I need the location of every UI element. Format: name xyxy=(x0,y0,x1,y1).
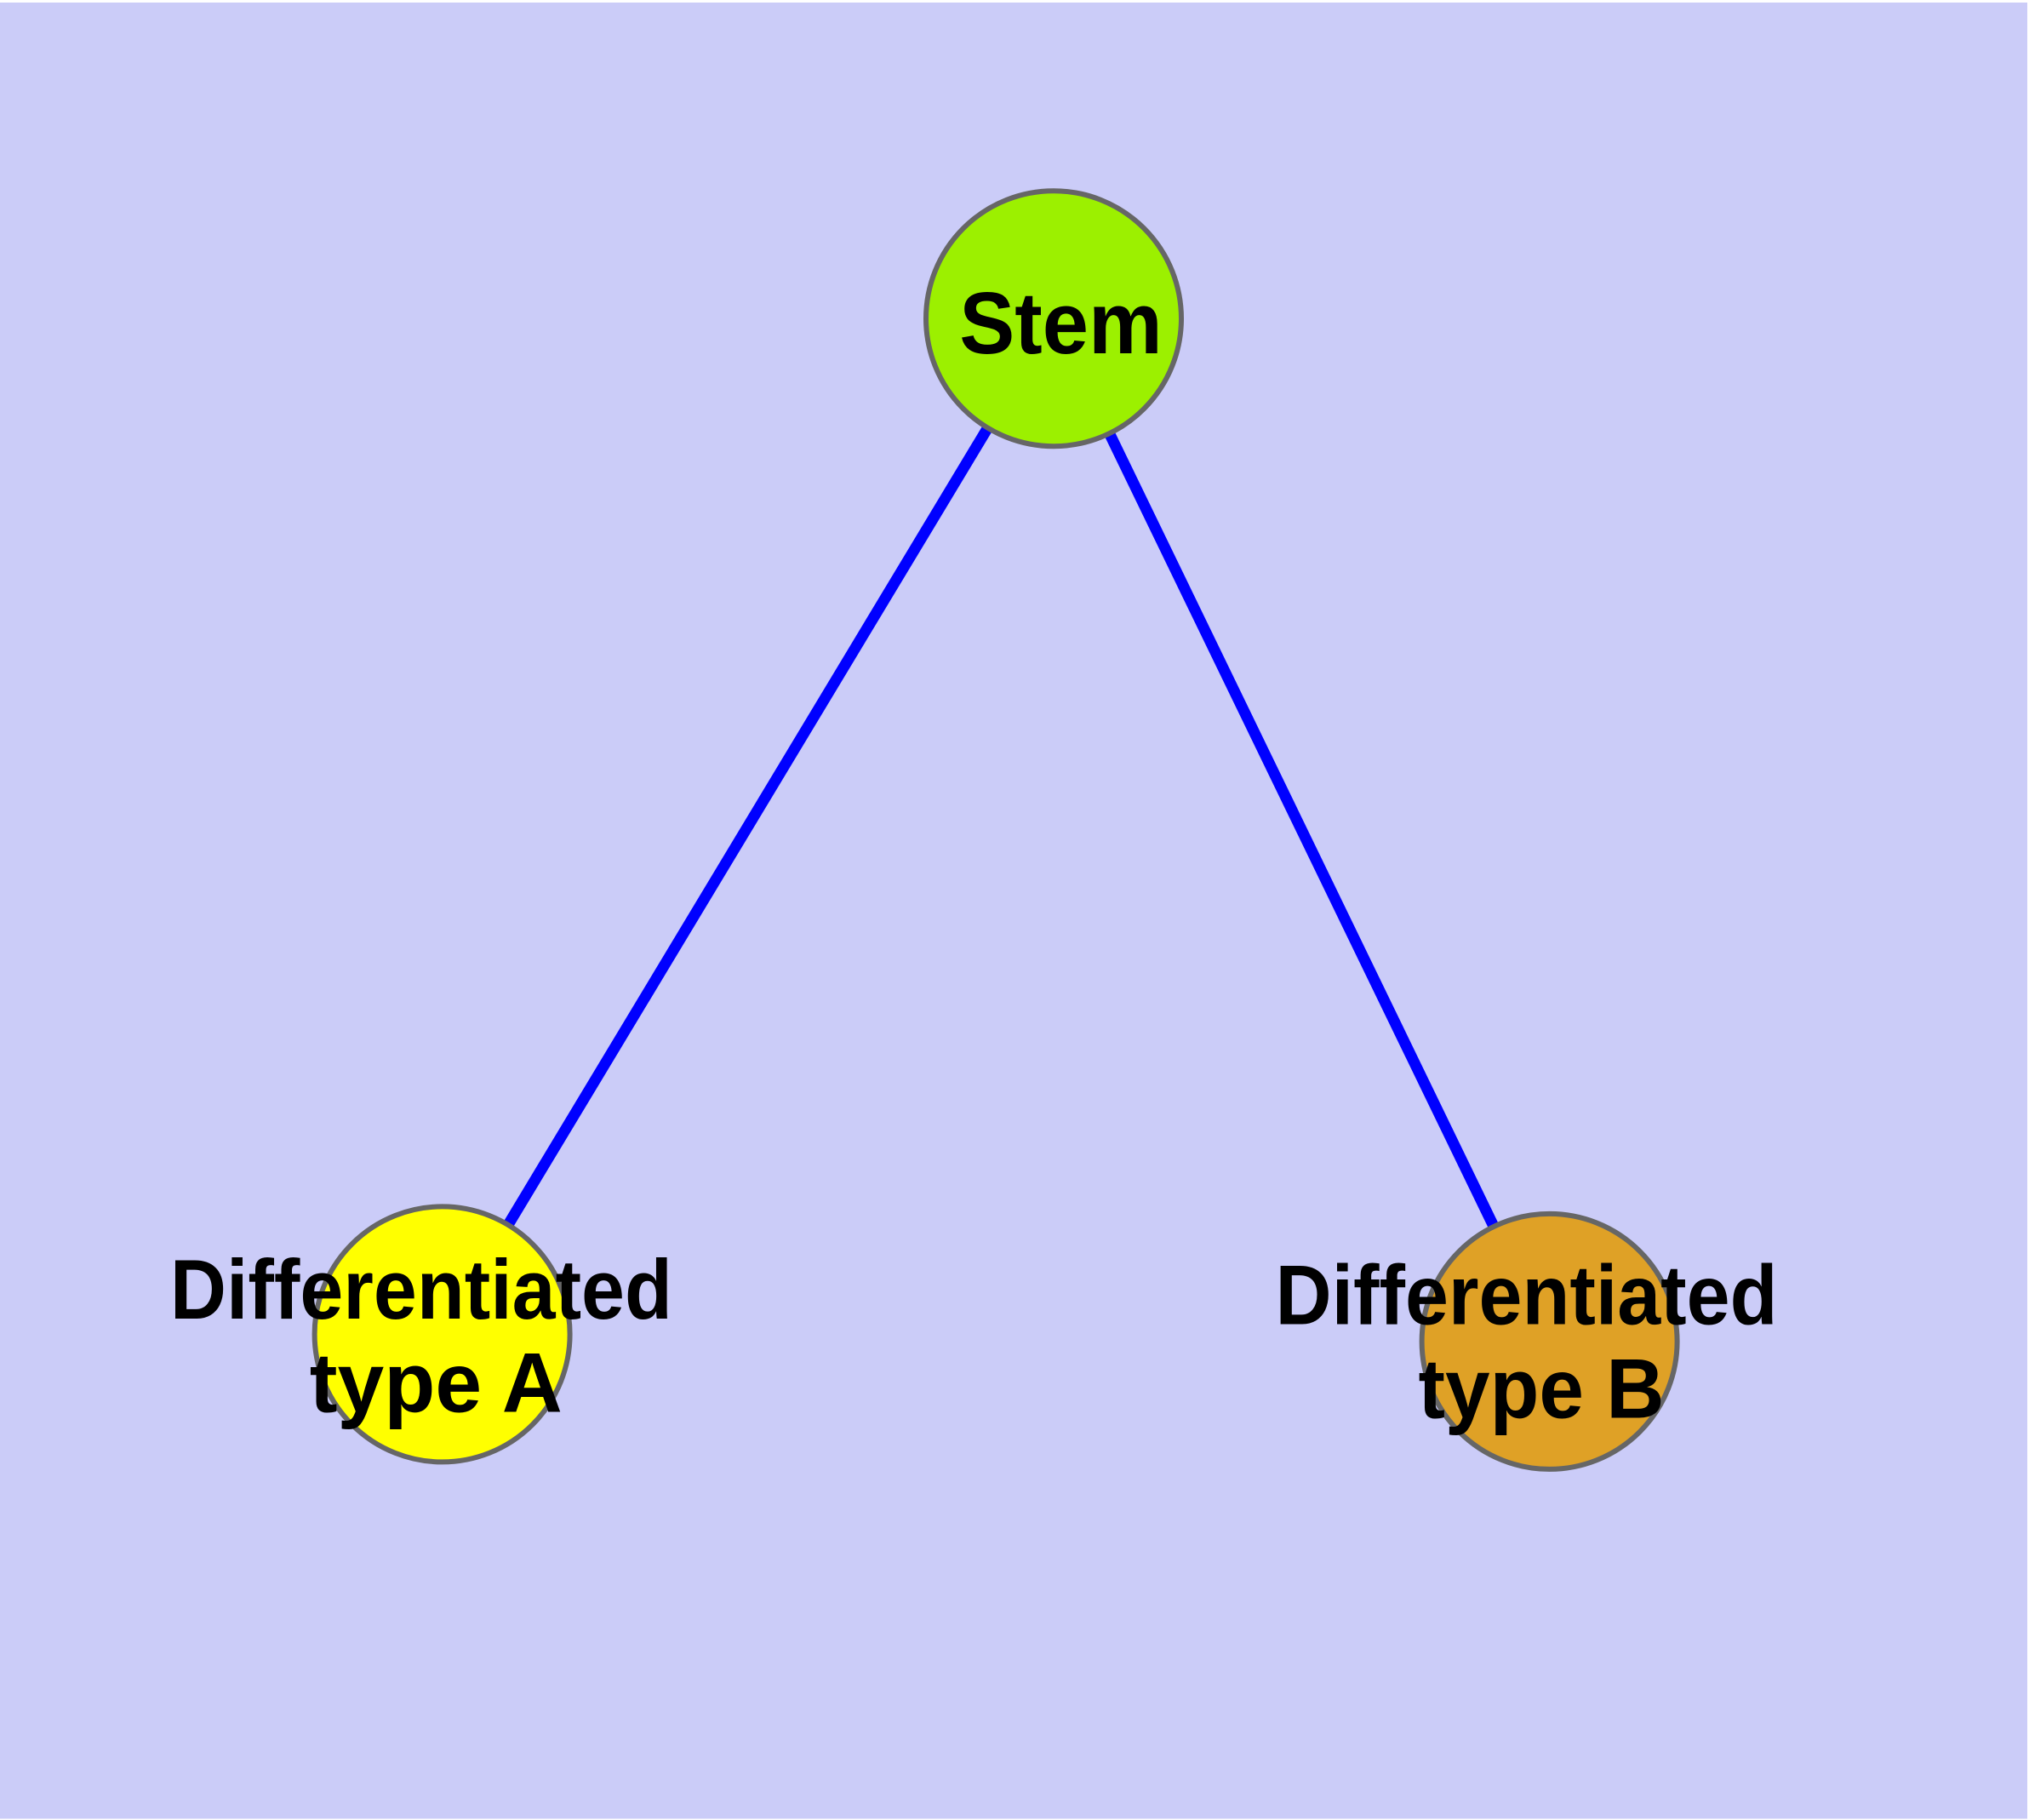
svg-text:type A: type A xyxy=(310,1336,563,1430)
svg-text:type B: type B xyxy=(1419,1342,1665,1436)
svg-text:Stem: Stem xyxy=(959,274,1163,372)
svg-text:Differentiated: Differentiated xyxy=(170,1242,672,1336)
svg-text:Differentiated: Differentiated xyxy=(1276,1248,1778,1342)
